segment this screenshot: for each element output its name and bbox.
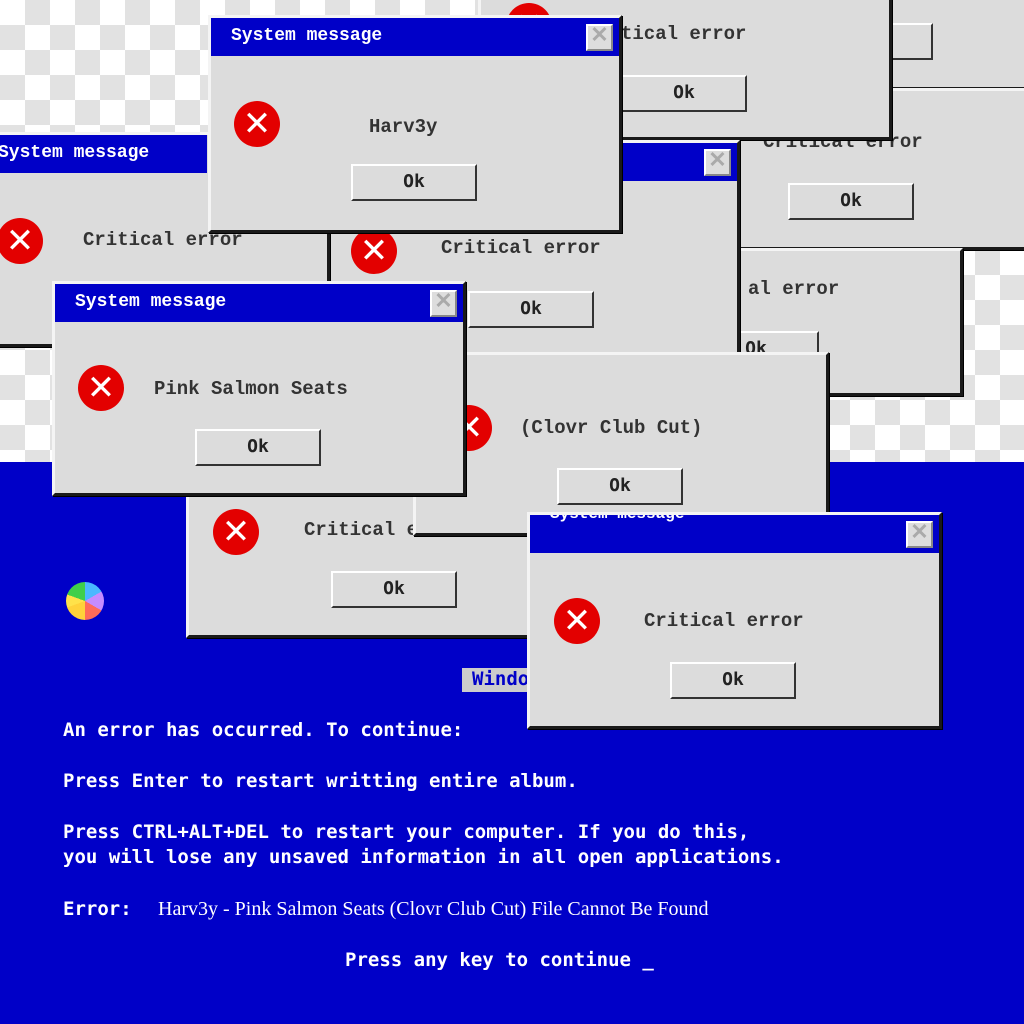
dialog-message: Critical error [644, 610, 804, 632]
bsod-line-3b: you will lose any unsaved information in… [63, 846, 784, 868]
error-icon: ✕ [554, 598, 600, 644]
dialog-message: Critical error [441, 237, 601, 259]
loading-spinner-icon [66, 582, 104, 620]
dialog-message: al error [748, 278, 840, 300]
ok-button[interactable]: Ok [621, 75, 747, 112]
ok-button[interactable]: Ok [468, 291, 594, 328]
title-bar: System message [0, 135, 207, 173]
bsod-line-1: An error has occurred. To continue: [63, 719, 464, 741]
dialog-message: tical error [621, 23, 747, 45]
title-bar: System message ✕ [55, 284, 463, 322]
bsod-error-label: Error: [63, 898, 132, 920]
error-icon: ✕ [213, 509, 259, 555]
dialog-title: System message [75, 292, 227, 312]
dialog-message: Harv3y [369, 116, 438, 138]
ok-button[interactable]: Ok [331, 571, 457, 608]
error-icon: ✕ [351, 228, 397, 274]
title-bar: System message ✕ [211, 18, 619, 56]
error-icon: ✕ [78, 365, 124, 411]
ok-button[interactable]: Ok [195, 429, 321, 466]
error-icon: ✕ [0, 218, 43, 264]
error-dialog [873, 0, 1024, 90]
error-dialog: System message ✕ ✕ Critical error Ok [527, 512, 942, 729]
close-icon[interactable]: ✕ [704, 149, 731, 176]
dialog-message: Critical e [304, 519, 419, 541]
close-icon[interactable]: ✕ [430, 290, 457, 317]
press-any-key-text: Press any key to continue _ [345, 949, 654, 971]
ok-button[interactable]: Ok [351, 164, 477, 201]
close-icon[interactable]: ✕ [586, 24, 613, 51]
dialog-message: Critical error [83, 229, 243, 251]
pink-salmon-seats-dialog: System message ✕ ✕ Pink Salmon Seats Ok [52, 281, 466, 496]
error-icon: ✕ [234, 101, 280, 147]
ok-button[interactable]: Ok [557, 468, 683, 505]
dialog-message: Pink Salmon Seats [154, 378, 348, 400]
close-icon[interactable]: ✕ [906, 521, 933, 548]
dialog-title: System message [550, 515, 684, 523]
ok-button[interactable]: Ok [788, 183, 914, 220]
ok-button[interactable]: Ok [670, 662, 796, 699]
dialog-message: (Clovr Club Cut) [520, 417, 703, 439]
title-bar: System message ✕ [530, 515, 939, 553]
harv3y-dialog: System message ✕ ✕ Harv3y Ok [208, 15, 622, 233]
bsod-error-text: Harv3y - Pink Salmon Seats (Clovr Club C… [158, 898, 709, 920]
dialog-title: System message [0, 143, 150, 163]
bsod-line-2: Press Enter to restart writting entire a… [63, 770, 578, 792]
clovr-club-cut-dialog: ✕ (Clovr Club Cut) Ok [413, 352, 829, 536]
bsod-line-3a: Press CTRL+ALT+DEL to restart your compu… [63, 821, 750, 843]
dialog-title: System message [231, 26, 383, 46]
